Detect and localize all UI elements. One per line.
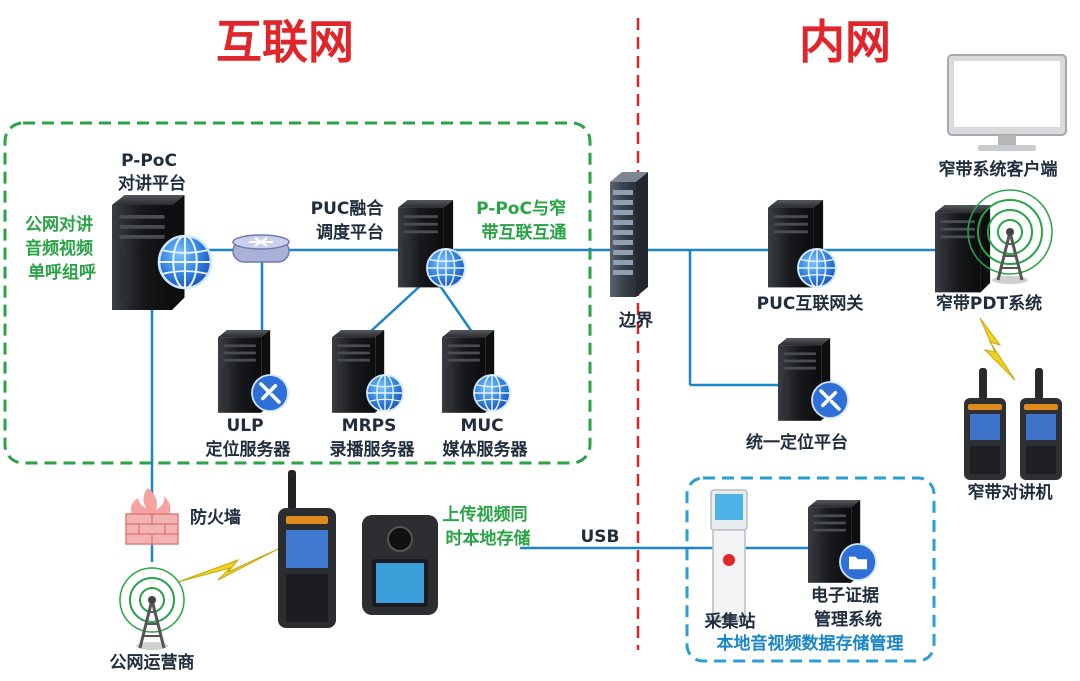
boundary-rack-icon (610, 172, 648, 297)
intranet-zone-title: 内网 (799, 15, 891, 69)
internet-server-group (3, 121, 592, 465)
signal-tower-icon (119, 567, 185, 650)
public-operator-label: 公网运营商 (110, 652, 195, 673)
ppoc-platform-label: P-PoC 对讲平台 (118, 151, 186, 194)
puc-gateway-label: PUC互联网关 (757, 293, 864, 314)
globe-icon (797, 248, 837, 288)
public-intercom-label: 公网对讲 音频视频 单呼组呼 (25, 214, 99, 283)
evidence-system-label: 电子证据 管理系统 (811, 585, 885, 630)
puc-fusion-label: PUC融合 调度平台 (311, 198, 390, 243)
radio-icon (1020, 368, 1062, 480)
upload-video-label: 上传视频同 时本地存储 (443, 504, 534, 549)
handheld-terminal-icon (278, 470, 336, 628)
folder-icon (839, 543, 877, 581)
collection-station-label: 采集站 (704, 611, 756, 632)
usb-label: USB (580, 527, 619, 547)
ppoc-narrowband-label: P-PoC与窄 带互联互通 (476, 198, 572, 243)
radio-icon (964, 368, 1006, 480)
firewall-label: 防火墙 (190, 507, 241, 528)
narrowband-pdt-label: 窄带PDT系统 (936, 293, 1042, 314)
satellite-icon (251, 374, 289, 412)
ulp-label: ULP 定位服务器 (206, 416, 292, 460)
muc-label: MUC 媒体服务器 (443, 416, 529, 460)
local-storage-group (685, 476, 936, 663)
lightning-bolt-icon (177, 547, 281, 583)
signal-tower-icon (967, 189, 1053, 284)
router-icon (232, 234, 290, 263)
narrowband-client-label: 窄带系统客户端 (939, 159, 1058, 180)
narrowband-radio-label: 窄带对讲机 (968, 482, 1053, 503)
globe-icon (157, 234, 213, 290)
body-camera-icon (362, 515, 438, 615)
internet-zone-title: 互联网 (216, 15, 354, 69)
kiosk-icon (707, 489, 751, 622)
firewall-icon (125, 488, 179, 545)
local-storage-label: 本地音视频数据存储管理 (717, 633, 904, 654)
lightning-bolt-icon (979, 317, 1016, 381)
globe-icon (473, 374, 511, 412)
monitor-icon (947, 54, 1067, 151)
globe-icon (426, 248, 466, 288)
globe-icon (366, 374, 404, 412)
unified-location-label: 统一定位平台 (746, 432, 848, 453)
satellite-icon (811, 381, 849, 419)
mrps-label: MRPS 录播服务器 (330, 416, 416, 460)
boundary-label: 边界 (618, 311, 653, 331)
